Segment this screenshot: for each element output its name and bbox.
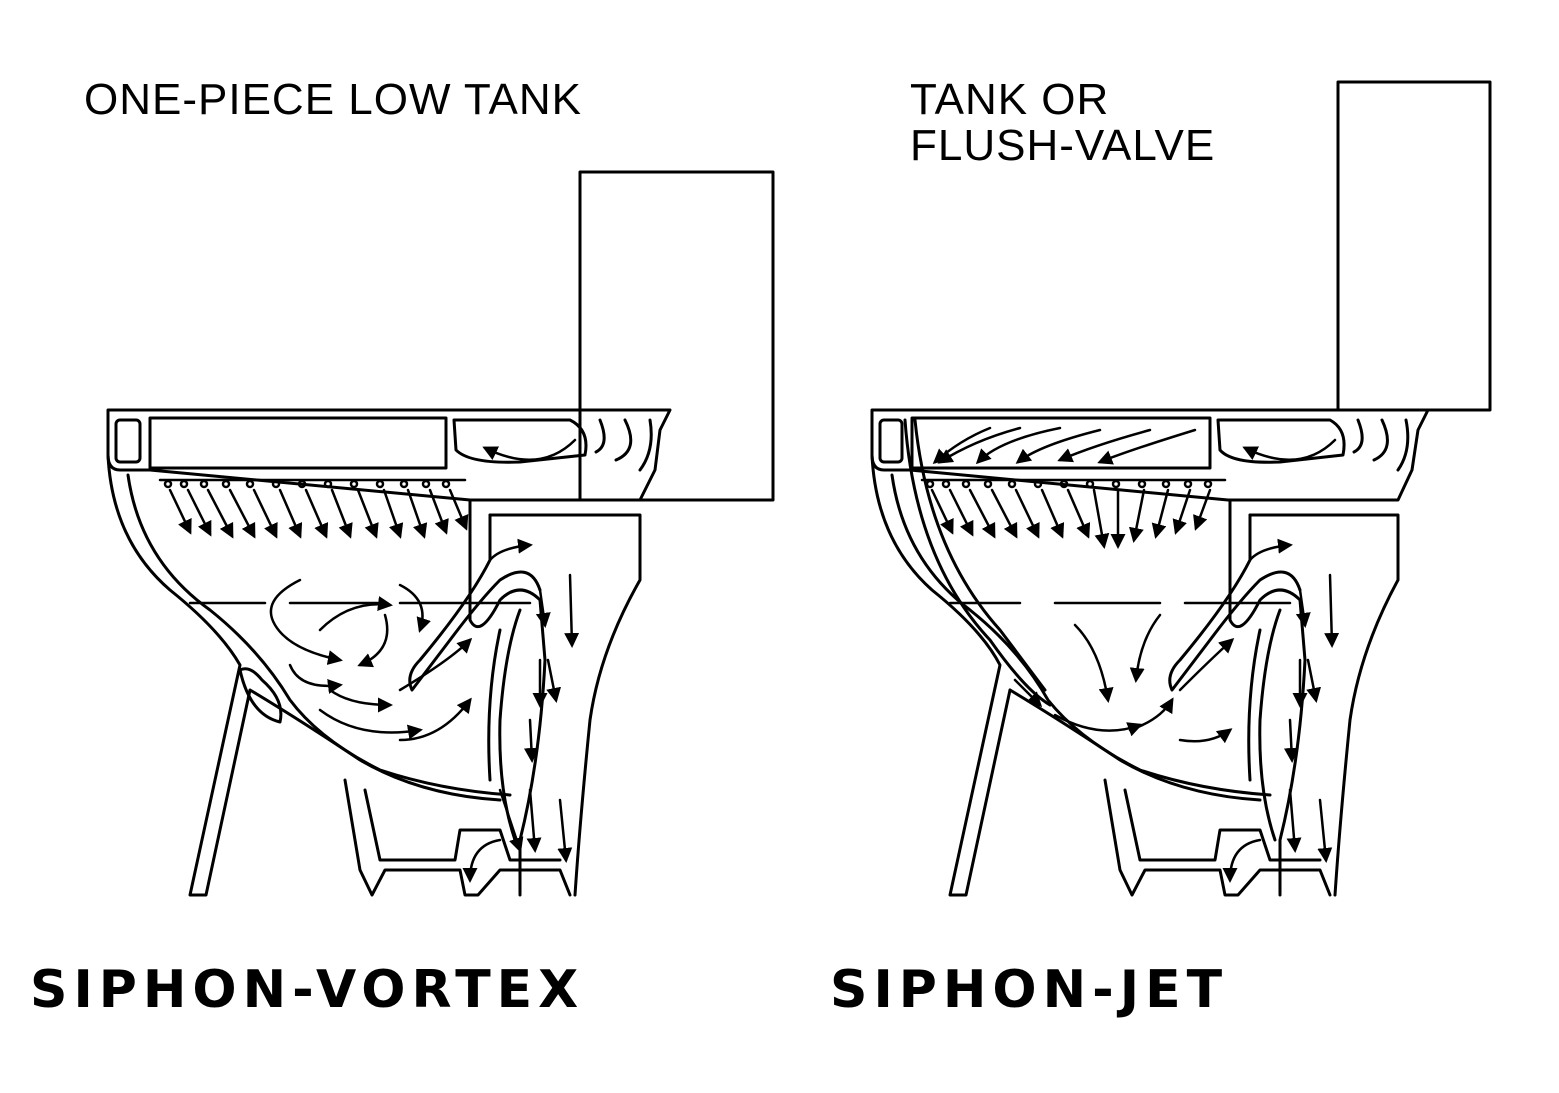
siphon-vortex-toilet (106, 170, 775, 897)
vortex-bowl-outer (106, 453, 502, 897)
siphon-jet-toilet (870, 80, 1492, 897)
vortex-tank (578, 170, 775, 502)
jet-top-label-line-1: TANK OR (910, 75, 1110, 124)
jet-caption: SIPHON-JET (830, 960, 1229, 1020)
jet-rim (870, 408, 1430, 502)
vortex-top-label: ONE-PIECE LOW TANK (84, 75, 583, 124)
vortex-rim-slot (114, 418, 142, 464)
vortex-caption: SIPHON-VORTEX (30, 960, 585, 1020)
jet-tank (1336, 80, 1492, 412)
jet-top-label-line-2: FLUSH-VALVE (910, 121, 1216, 170)
jet-bowl-outer (870, 453, 1012, 897)
vortex-trapway (468, 498, 547, 897)
